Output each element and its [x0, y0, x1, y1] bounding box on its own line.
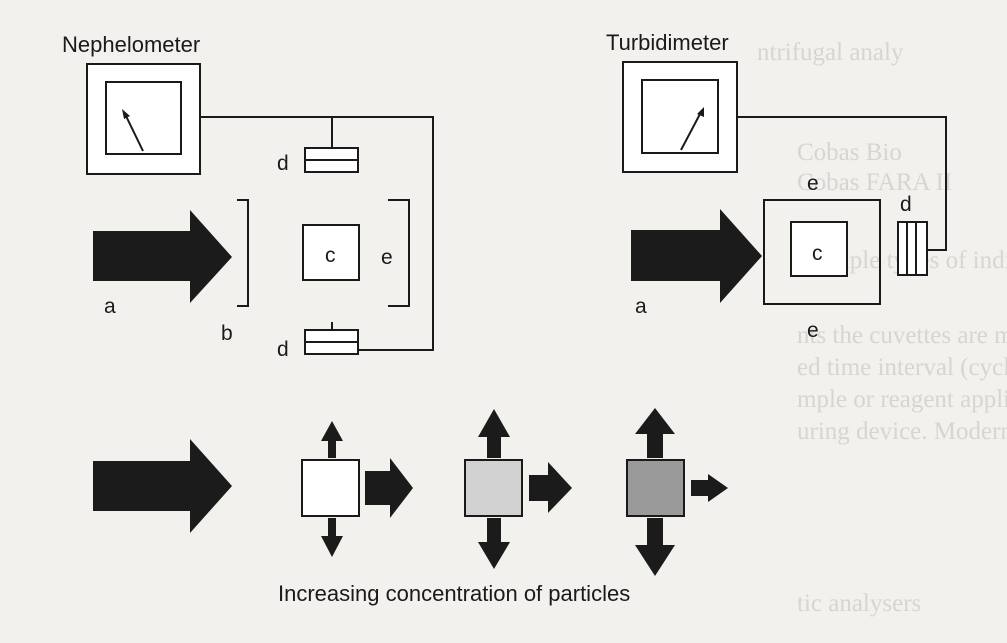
scatter-arrow-down — [321, 518, 343, 557]
turbidimeter-wiring — [737, 116, 947, 251]
ghost-line-6: ed time interval (cycle time). Access to… — [797, 354, 1007, 381]
concentration-group-high — [626, 408, 728, 576]
cuvette — [790, 221, 848, 277]
scatter-arrow-up — [635, 408, 675, 458]
light-beam-arrow — [93, 210, 232, 303]
ghost-line-5: nts the cuvettes are mostly arranged in … — [797, 322, 1007, 349]
nephelometer-title: Nephelometer — [62, 32, 200, 57]
label-a: a — [104, 295, 116, 318]
detector-top — [304, 147, 359, 173]
label-a: a — [635, 295, 647, 318]
light-beam-arrow — [631, 209, 762, 303]
scatter-arrow-down — [635, 518, 675, 576]
scatter-bracket — [388, 199, 410, 307]
incident-light-arrow — [93, 439, 232, 533]
nephelometer-diagram: Nephelometer d a b c e — [62, 32, 434, 361]
scatter-arrow-up — [321, 421, 343, 458]
turbidimeter-diagram: Turbidimeter a e e c d — [606, 30, 947, 342]
ghost-line-9: tic analysers — [797, 590, 921, 617]
sample-chamber — [763, 199, 881, 305]
cuvette — [302, 224, 360, 281]
transmit-arrow — [365, 458, 413, 518]
nephelometer-wiring — [200, 116, 434, 351]
scatter-arrow-up — [478, 409, 510, 458]
ghost-line-1: ntrifugal analy — [757, 39, 904, 66]
slit-bracket — [237, 199, 249, 307]
background-ghost-text: ntrifugal analy Cobas Bio Cobas FARA II … — [757, 39, 1007, 617]
turbidimeter-meter — [622, 61, 738, 173]
label-e-bottom: e — [807, 319, 819, 342]
nephelometer-meter — [86, 63, 201, 175]
transmit-arrow — [529, 462, 572, 513]
ghost-line-8: uring device. Modern analysers are a... … — [797, 418, 1007, 445]
label-d-top: d — [277, 152, 289, 175]
ghost-line-3: Cobas FARA II — [797, 169, 952, 196]
meter-needle — [125, 115, 144, 152]
needle-arrowhead-icon — [122, 109, 130, 119]
label-c: c — [325, 244, 336, 267]
concentration-group-medium — [464, 409, 572, 569]
turbidimeter-title: Turbidimeter — [606, 30, 729, 55]
label-e-top: e — [807, 172, 819, 195]
label-b: b — [221, 322, 233, 345]
ghost-line-2: Cobas Bio — [797, 139, 902, 166]
cuvette-medium — [464, 459, 523, 517]
label-d-bottom: d — [277, 338, 289, 361]
needle-arrowhead-icon — [697, 107, 704, 117]
label-c: c — [812, 242, 823, 265]
cuvette-low — [301, 459, 360, 517]
meter-needle — [680, 113, 701, 151]
label-e: e — [381, 246, 393, 269]
label-d: d — [900, 193, 912, 216]
transmit-arrow — [691, 474, 728, 502]
scatter-arrow-down — [478, 518, 510, 569]
concentration-caption: Increasing concentration of particles — [278, 581, 630, 606]
concentration-row: Increasing concentration of particles — [93, 408, 728, 606]
ghost-line-7: mple or reagent application and reading.… — [797, 386, 1007, 413]
detector-bottom — [304, 329, 359, 355]
concentration-group-low — [301, 421, 413, 557]
cuvette-high — [626, 459, 685, 517]
detector — [897, 221, 928, 276]
